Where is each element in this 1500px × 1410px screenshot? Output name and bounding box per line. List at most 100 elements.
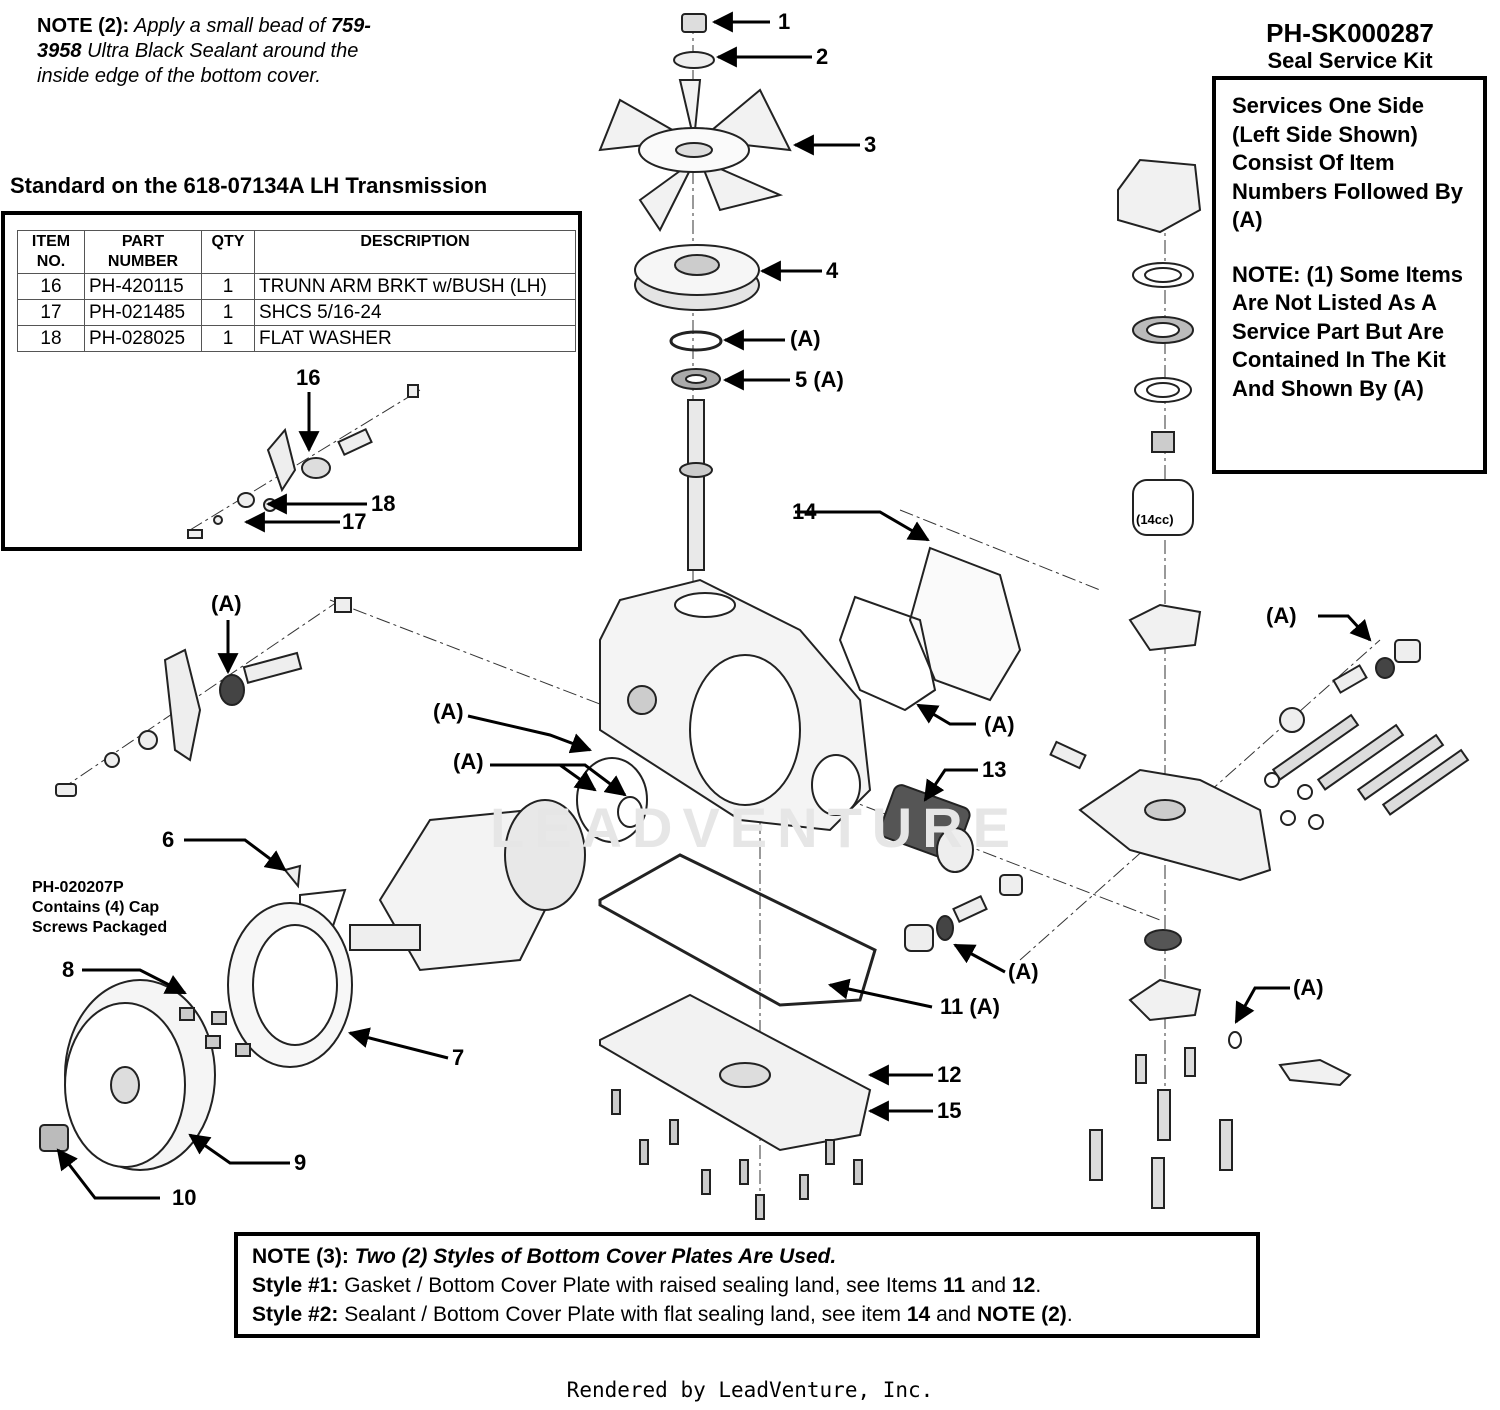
cell-qty: 1 — [201, 325, 255, 352]
cell-desc: FLAT WASHER — [254, 325, 576, 352]
callout-12: 12 — [937, 1062, 962, 1087]
note-3-headline-line: NOTE (3): Two (2) Styles of Bottom Cover… — [252, 1242, 1256, 1271]
callout-14-a: (A) — [984, 712, 1015, 737]
callout-8: 8 — [62, 957, 75, 982]
table-row: 16 PH-420115 1 TRUNN ARM BRKT w/BUSH (LH… — [17, 273, 576, 300]
axle-and-brake-group — [39, 799, 586, 1171]
cell-qty: 1 — [201, 299, 255, 326]
style-1-item-a: 11 — [943, 1274, 966, 1297]
callout-15: 15 — [937, 1098, 962, 1123]
style-2-item: 14 — [906, 1303, 931, 1326]
left-trunnion-arm-group — [55, 597, 352, 797]
drive-pulley — [634, 244, 760, 311]
pump-bolts — [1089, 713, 1470, 1209]
kit-info-box: Services One Side (Left Side Shown) Cons… — [1212, 76, 1487, 474]
note-3-lead: NOTE (3): — [252, 1245, 349, 1268]
style-2-ref: NOTE (2) — [976, 1303, 1067, 1326]
callout-6: 6 — [162, 827, 175, 852]
standard-parts-table: ITEM NO. PART NUMBER QTY DESCRIPTION 16 … — [17, 230, 576, 352]
top-shaft-assembly — [598, 13, 792, 571]
kit-name: Seal Service Kit — [1267, 48, 1433, 73]
note-2-pre: Apply a small bead of — [134, 15, 326, 37]
note-3-box: NOTE (3): Two (2) Styles of Bottom Cover… — [234, 1232, 1260, 1338]
col-item-no: ITEM NO. — [17, 230, 85, 274]
callout-5: 5 (A) — [795, 367, 844, 392]
callout-1: 1 — [778, 9, 791, 34]
col-qty: QTY — [201, 230, 255, 274]
watermark: LEADVENTURE — [490, 796, 1021, 859]
style-1-text: Gasket / Bottom Cover Plate with raised … — [344, 1274, 938, 1297]
style-2-lead: Style #2: — [252, 1303, 339, 1326]
callout-a-mid-2: (A) — [453, 749, 484, 774]
callout-2: 2 — [816, 44, 829, 69]
note-3-style-2: Style #2: Sealant / Bottom Cover Plate w… — [252, 1300, 1256, 1329]
callout-10: 10 — [172, 1185, 197, 1210]
housing-o-rings — [576, 757, 648, 843]
style-1-item-b: 12 — [1011, 1274, 1036, 1297]
transmission-housing — [599, 578, 872, 832]
side-cover-gaskets — [838, 546, 1022, 712]
valve-parts — [904, 639, 1421, 1049]
style-2-period: . — [1066, 1303, 1073, 1326]
callout-a-mid-1: (A) — [433, 699, 464, 724]
cell-item: 16 — [17, 273, 85, 300]
standard-parts-title: Standard on the 618-07134A LH Transmissi… — [10, 173, 488, 198]
right-pump-group — [1078, 158, 1352, 1087]
bottom-gasket — [598, 853, 877, 1007]
callout-a-left: (A) — [211, 591, 242, 616]
style-1-period: . — [1035, 1274, 1042, 1297]
kit-number: PH-SK000287 — [1266, 18, 1434, 48]
oil-filter — [879, 784, 974, 873]
kit-title: PH-SK000287 Seal Service Kit — [1215, 18, 1485, 74]
style-2-text: Sealant / Bottom Cover Plate with flat s… — [344, 1303, 902, 1326]
callout-11: 11 (A) — [940, 994, 1000, 1019]
callout-a-pipe: (A) — [1293, 975, 1324, 1000]
note-2-lead: NOTE (2): — [37, 15, 130, 37]
table-row: 17 PH-021485 1 SHCS 5/16-24 — [17, 299, 576, 326]
table-row: 18 PH-028025 1 FLAT WASHER — [17, 325, 576, 352]
callout-3: 3 — [864, 132, 877, 157]
callout-13: 13 — [982, 757, 1007, 782]
callout-17: 17 — [342, 509, 367, 534]
style-2-and: and — [936, 1303, 972, 1326]
cooling-fan — [598, 79, 792, 232]
callout-a-right: (A) — [1266, 603, 1297, 628]
callout-leaders — [56, 11, 1372, 1200]
note-3-headline: Two (2) Styles of Bottom Cover Plates Ar… — [354, 1245, 837, 1268]
cover-bolts — [611, 1089, 863, 1220]
hub-bolts — [179, 1007, 251, 1057]
callout-14: 14 — [792, 499, 817, 524]
cell-part: PH-021485 — [84, 299, 202, 326]
cell-part: PH-028025 — [84, 325, 202, 352]
callout-4: 4 — [826, 258, 839, 283]
callout-18: 18 — [371, 491, 396, 516]
standard-parts-box: ITEM NO. PART NUMBER QTY DESCRIPTION 16 … — [1, 211, 582, 551]
kit-note-1: NOTE: (1) Some Items Are Not Listed As A… — [1232, 261, 1464, 401]
callout-a-ring: (A) — [790, 326, 821, 351]
cell-desc: SHCS 5/16-24 — [254, 299, 576, 326]
packaged-note: PH-020207P Contains (4) Cap Screws Packa… — [32, 879, 168, 936]
callout-7: 7 — [452, 1045, 465, 1070]
cell-item: 18 — [17, 325, 85, 352]
kit-description: Services One Side (Left Side Shown) Cons… — [1232, 93, 1464, 232]
note-2-part: 759-3958 — [37, 15, 371, 62]
cell-part: PH-420115 — [84, 273, 202, 300]
callout-a-valve: (A) — [1008, 959, 1039, 984]
table-header-row: ITEM NO. PART NUMBER QTY DESCRIPTION — [17, 230, 576, 274]
callout-9: 9 — [294, 1150, 307, 1175]
cell-item: 17 — [17, 299, 85, 326]
style-1-lead: Style #1: — [252, 1274, 339, 1297]
col-description: DESCRIPTION — [254, 230, 576, 274]
callout-16: 16 — [296, 365, 321, 390]
bottom-cover-plate — [599, 993, 872, 1152]
cell-desc: TRUNN ARM BRKT w/BUSH (LH) — [254, 273, 576, 300]
col-part-number: PART NUMBER — [84, 230, 202, 274]
side-washers — [1264, 772, 1324, 830]
note-3-style-1: Style #1: Gasket / Bottom Cover Plate wi… — [252, 1271, 1256, 1300]
footer-credit: Rendered by LeadVenture, Inc. — [566, 1378, 934, 1402]
pump-displacement-label: (14cc) — [1136, 512, 1174, 527]
note-2: NOTE (2): Apply a small bead of 759-3958… — [37, 14, 397, 89]
cell-qty: 1 — [201, 273, 255, 300]
note-2-post: Ultra Black Sealant around the inside ed… — [37, 40, 359, 87]
